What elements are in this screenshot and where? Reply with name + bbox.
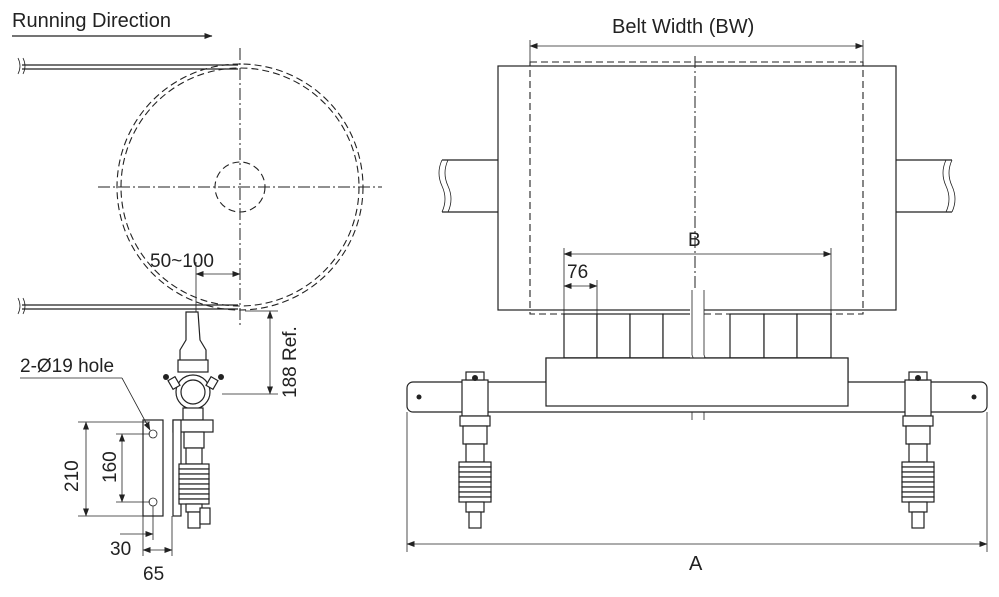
tensioner-left (458, 371, 492, 529)
side-view: Running Direction 50~100 188 Ref. (12, 10, 382, 585)
front-view: Belt Width (BW) B 76 (406, 16, 988, 575)
dim-65-label: 65 (143, 564, 164, 585)
blade-clamp (177, 359, 209, 373)
running-direction-label: Running Direction (12, 10, 171, 32)
dim-50-100-label: 50~100 (150, 251, 214, 272)
dim-188-label: 188 Ref. (280, 326, 301, 398)
tube-end-left (416, 394, 422, 400)
bolt-left (167, 375, 181, 391)
dim-30-label: 30 (110, 539, 131, 560)
hole-leader (121, 377, 151, 431)
bolt-right (205, 375, 219, 391)
blade-segments (563, 313, 832, 359)
bolt-head-left (163, 374, 169, 380)
break-mark-top (17, 57, 26, 75)
drum-outline (497, 65, 897, 311)
spring-stop (199, 507, 211, 525)
pivot-inner (180, 379, 206, 405)
spring-coils (178, 463, 210, 505)
spring-collar (185, 447, 203, 465)
dim-210-label: 210 (62, 460, 83, 492)
spring-nut (183, 431, 205, 449)
break-mark-bottom (17, 297, 26, 315)
blade-holder (179, 311, 207, 366)
tensioner-right (901, 371, 935, 529)
spring-rod (187, 511, 201, 529)
tube-end-right (971, 394, 977, 400)
pivot-base (182, 407, 204, 421)
dim-a-label: A (689, 553, 703, 575)
shaft-left-break (438, 159, 452, 213)
bolt-head-right (218, 374, 224, 380)
shaft-left (442, 159, 498, 213)
dim-b-label: B (688, 230, 701, 251)
shaft-right (896, 159, 952, 213)
hole-label: 2-Ø19 hole (20, 356, 114, 377)
dim-160-label: 160 (100, 451, 121, 483)
belt-width-label: Belt Width (BW) (612, 16, 754, 38)
mounting-beam-front (545, 357, 849, 407)
shaft-right-break (942, 159, 956, 213)
dim-76-label: 76 (567, 262, 588, 283)
